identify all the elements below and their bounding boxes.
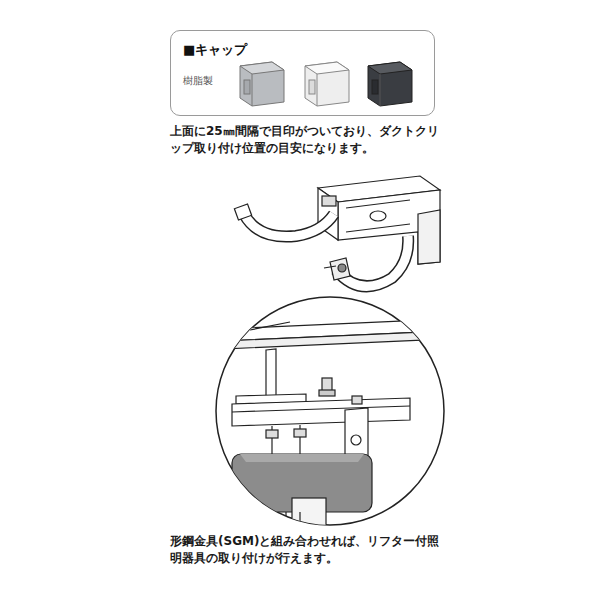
description-text: 上面に25㎜間隔で目印がついており、ダクトクリップ取り付け位置の目安になります。 xyxy=(170,123,445,158)
duct-clip xyxy=(234,176,440,286)
cap-white xyxy=(305,62,349,106)
cap-grey xyxy=(240,62,284,106)
material-note: 樹脂製 xyxy=(183,74,422,88)
cap-black xyxy=(368,62,412,106)
fixture-detail xyxy=(200,318,470,560)
spec-box: ■キャップ樹脂製 xyxy=(170,30,435,116)
section-heading: ■キャップ xyxy=(183,41,422,59)
description-text: 形鋼金具(SGM)と組み合わせれば、リフター付照明器具の取り付けが行えます。 xyxy=(170,533,445,568)
